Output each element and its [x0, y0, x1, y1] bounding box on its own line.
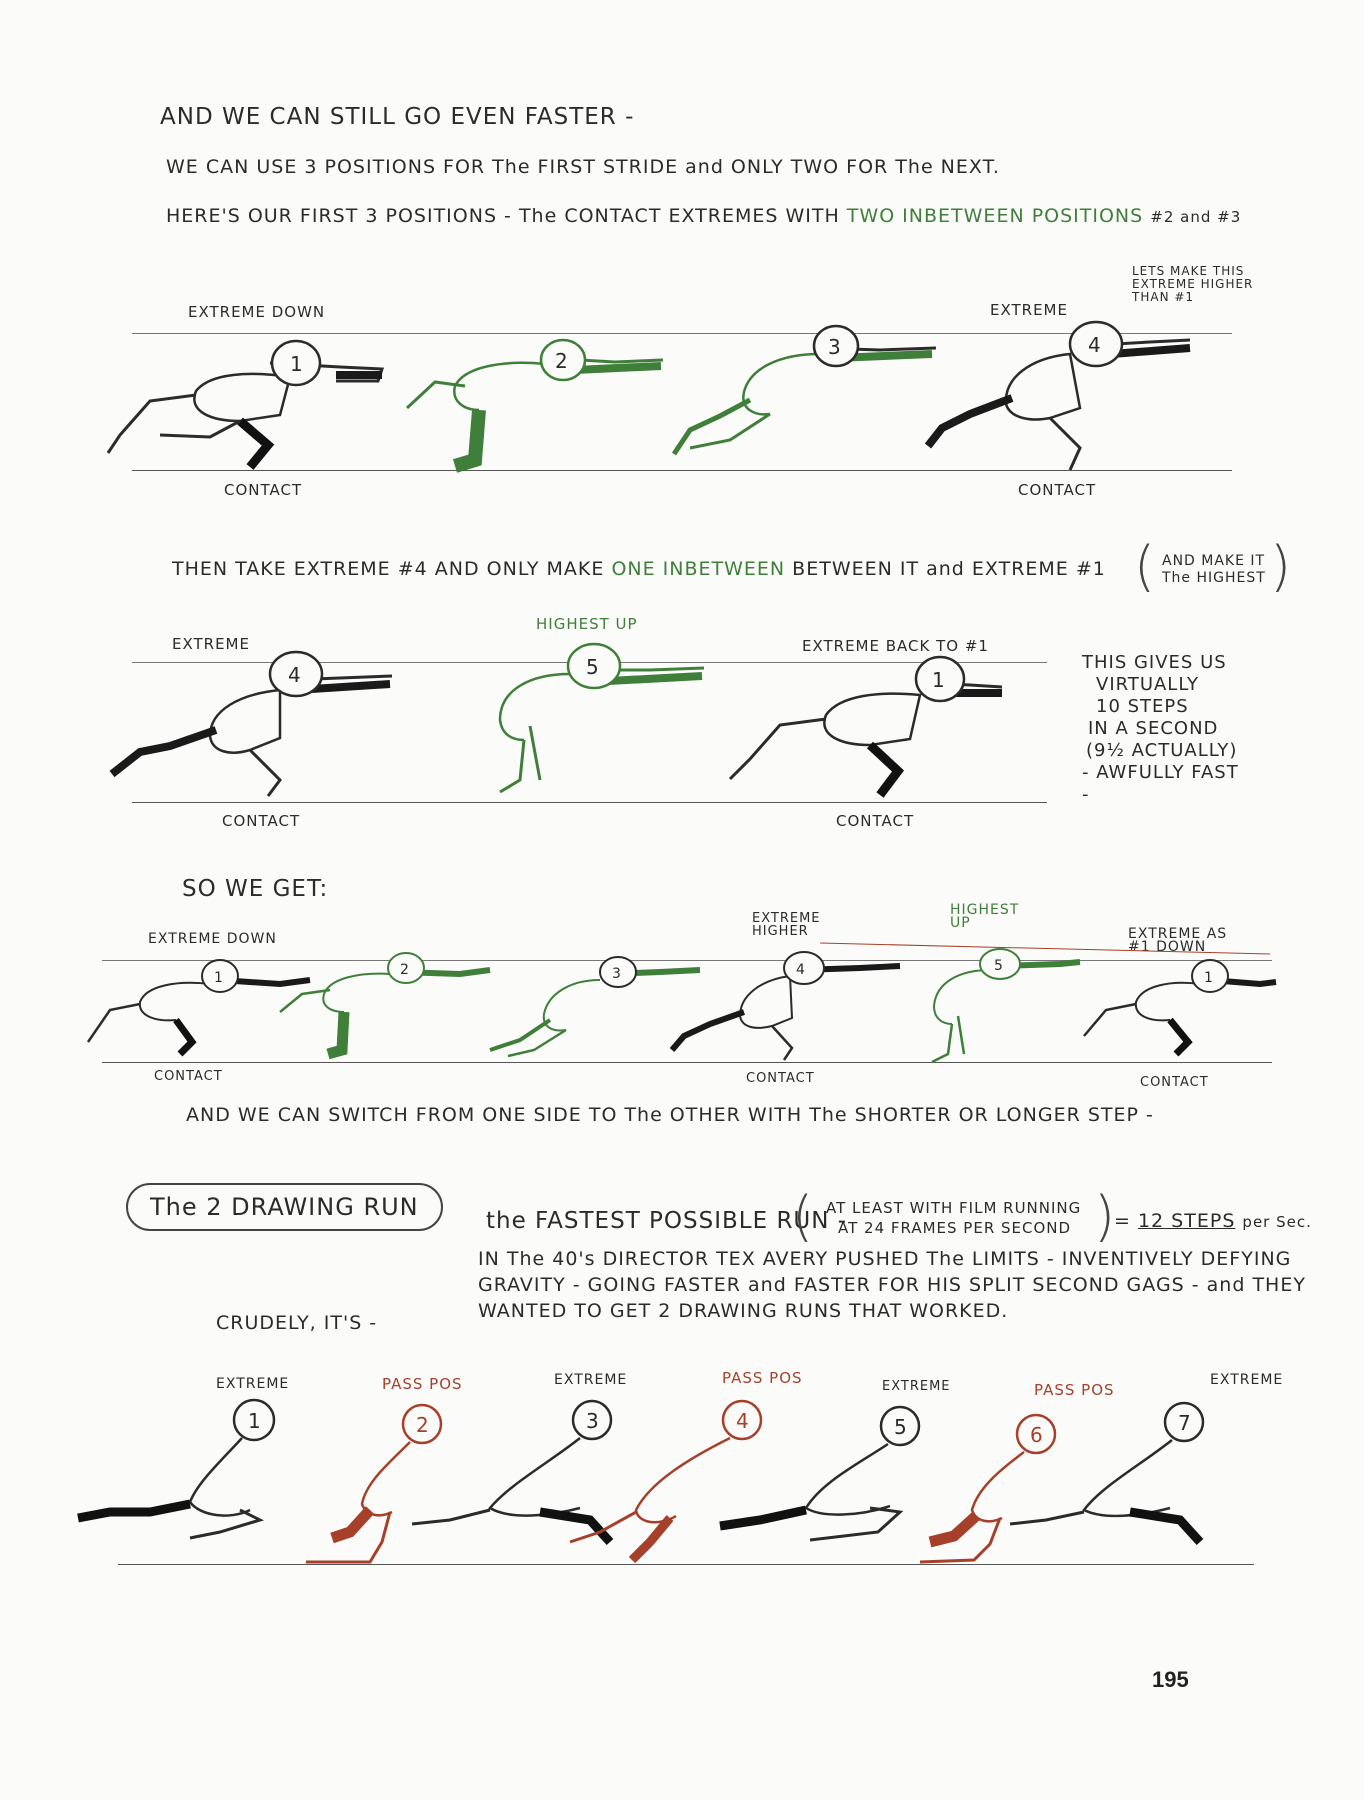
intro-line-2: WE CAN USE 3 POSITIONS FOR The FIRST STR… — [166, 156, 1000, 178]
run-label-7: EXTREME — [1210, 1374, 1283, 1387]
intro-line-1: AND WE CAN STILL GO EVEN FASTER - — [160, 104, 634, 130]
row3-label-highest-up: HIGHEST UP — [950, 904, 1020, 930]
run-label-3: EXTREME — [554, 1374, 627, 1387]
row1-figure-4: 4 — [920, 318, 1210, 478]
two-drawing-result-value: 12 STEPS — [1138, 1210, 1235, 1232]
row3-figure-4: 4 — [672, 952, 900, 1060]
row1-contact-left: CONTACT — [224, 481, 302, 499]
row1-figure-1: 1 — [100, 335, 400, 475]
row2-figure-1: 1 — [710, 655, 1010, 805]
row3-contact-2: CONTACT — [746, 1072, 815, 1085]
intro-line-3a: HERE'S OUR FIRST 3 POSITIONS - The CONTA… — [166, 205, 840, 227]
two-drawing-paren-line2: AT 24 FRAMES PER SECOND — [826, 1218, 1081, 1238]
two-drawing-result-eq: = — [1114, 1210, 1131, 1232]
run-figure-2: 2 — [306, 1405, 441, 1562]
two-drawing-crudely: CRUDELY, IT'S - — [216, 1312, 377, 1334]
run-figure-1: 1 — [78, 1400, 274, 1538]
two-drawing-sequence: 1 2 3 4 5 6 — [70, 1392, 1270, 1567]
row3-contact-3: CONTACT — [1140, 1076, 1209, 1089]
row3-footer: AND WE CAN SWITCH FROM ONE SIDE TO The O… — [186, 1104, 1154, 1126]
intro-line-3c: #2 and #3 — [1150, 208, 1241, 226]
row3-label-extreme-higher: EXTREME HIGHER — [752, 912, 832, 938]
run-num-6: 6 — [1030, 1423, 1043, 1447]
run-label-4: PASS POS — [722, 1372, 803, 1385]
row1-contact-right: CONTACT — [1018, 481, 1096, 499]
row1-num-3: 3 — [828, 335, 841, 359]
row3-figure-5: 5 — [932, 949, 1080, 1062]
row3-figure-2: 2 — [280, 953, 490, 1054]
row2-caption-c: BETWEEN IT and EXTREME #1 — [792, 558, 1106, 580]
intro-line-3: HERE'S OUR FIRST 3 POSITIONS - The CONTA… — [166, 205, 1241, 227]
row2-side-note-1: THIS GIVES US — [1082, 652, 1252, 674]
two-drawing-title: The 2 DRAWING RUN — [126, 1183, 443, 1231]
row2-caption-b: ONE INBETWEEN — [611, 558, 785, 580]
two-drawing-body-2: GRAVITY - GOING FASTER and FASTER FOR HI… — [478, 1274, 1306, 1296]
row3-figure-1: 1 — [88, 960, 310, 1054]
row2-contact-right: CONTACT — [836, 812, 914, 830]
page-number: 195 — [1152, 1667, 1189, 1693]
row3-num-2: 2 — [400, 962, 409, 978]
row2-side-note-4: IN A SECOND — [1082, 718, 1252, 740]
two-drawing-paren-text: AT LEAST WITH FILM RUNNING AT 24 FRAMES … — [826, 1198, 1081, 1238]
row2-caption: THEN TAKE EXTREME #4 AND ONLY MAKE ONE I… — [172, 558, 1106, 580]
row2-paren-close: ) — [1270, 540, 1291, 594]
row3-heading: SO WE GET: — [182, 876, 328, 902]
row1-note: LETS MAKE THIS EXTREME HIGHER THAN #1 — [1132, 265, 1272, 304]
row2-caption-paren: AND MAKE IT The HIGHEST — [1162, 553, 1272, 587]
run-num-4: 4 — [736, 1409, 749, 1433]
two-drawing-paren-open: ( — [792, 1190, 813, 1244]
row2-num-5: 5 — [586, 655, 599, 679]
row2-paren-open: ( — [1134, 540, 1155, 594]
row2-side-note-2: VIRTUALLY — [1082, 674, 1252, 696]
row2-figure-5: 5 — [460, 630, 720, 802]
row1-figure-3: 3 — [660, 320, 960, 475]
row3-num-1: 1 — [214, 970, 223, 986]
run-num-3: 3 — [586, 1409, 599, 1433]
two-drawing-body-1: IN The 40's DIRECTOR TEX AVERY PUSHED Th… — [478, 1248, 1291, 1270]
row2-side-note-3: 10 STEPS — [1082, 696, 1252, 718]
row1-label-extreme-down: EXTREME DOWN — [188, 303, 325, 321]
row1-num-2: 2 — [555, 349, 568, 373]
row2-caption-a: THEN TAKE EXTREME #4 AND ONLY MAKE — [172, 558, 604, 580]
run-label-2: PASS POS — [382, 1378, 463, 1391]
row2-num-1: 1 — [932, 668, 945, 692]
two-drawing-result-suffix: per Sec. — [1242, 1213, 1311, 1231]
row3-num-4: 4 — [796, 962, 805, 978]
row3-num-3: 3 — [612, 966, 621, 982]
intro-line-3b: TWO INBETWEEN POSITIONS — [847, 205, 1143, 227]
row2-figure-4: 4 — [100, 650, 400, 800]
row2-side-note-6: - AWFULLY FAST - — [1082, 762, 1252, 806]
two-drawing-body-3: WANTED TO GET 2 DRAWING RUNS THAT WORKED… — [478, 1300, 1008, 1322]
row2-side-note-5: (9½ ACTUALLY) — [1082, 740, 1252, 762]
row3-contact-1: CONTACT — [154, 1070, 223, 1083]
run-num-1: 1 — [248, 1409, 261, 1433]
row1-figure-2: 2 — [395, 330, 695, 475]
row1-num-4: 4 — [1088, 333, 1101, 357]
row3-num-6: 1 — [1204, 970, 1213, 986]
run-figure-6: 6 — [920, 1415, 1055, 1562]
row2-side-note: THIS GIVES US VIRTUALLY 10 STEPS IN A SE… — [1082, 652, 1252, 806]
two-drawing-paren-close: ) — [1094, 1190, 1115, 1244]
row3-figure-3: 3 — [490, 957, 700, 1056]
two-drawing-result: = 12 STEPS per Sec. — [1114, 1210, 1312, 1232]
row2-contact-left: CONTACT — [222, 812, 300, 830]
row3-label-extreme-down: EXTREME DOWN — [148, 933, 277, 946]
row1-num-1: 1 — [290, 352, 303, 376]
row3-sequence: 1 2 3 4 5 1 — [80, 950, 1280, 1065]
run-label-1: EXTREME — [216, 1378, 289, 1391]
run-num-5: 5 — [894, 1415, 907, 1439]
row1-label-extreme: EXTREME — [990, 301, 1068, 319]
two-drawing-paren-line1: AT LEAST WITH FILM RUNNING — [826, 1198, 1081, 1218]
run-num-2: 2 — [416, 1413, 429, 1437]
run-num-7: 7 — [1178, 1411, 1191, 1435]
row3-num-5: 5 — [994, 958, 1003, 974]
row3-figure-6: 1 — [1084, 960, 1276, 1054]
row2-label-back: EXTREME BACK TO #1 — [802, 637, 989, 655]
row2-num-4: 4 — [288, 663, 301, 687]
